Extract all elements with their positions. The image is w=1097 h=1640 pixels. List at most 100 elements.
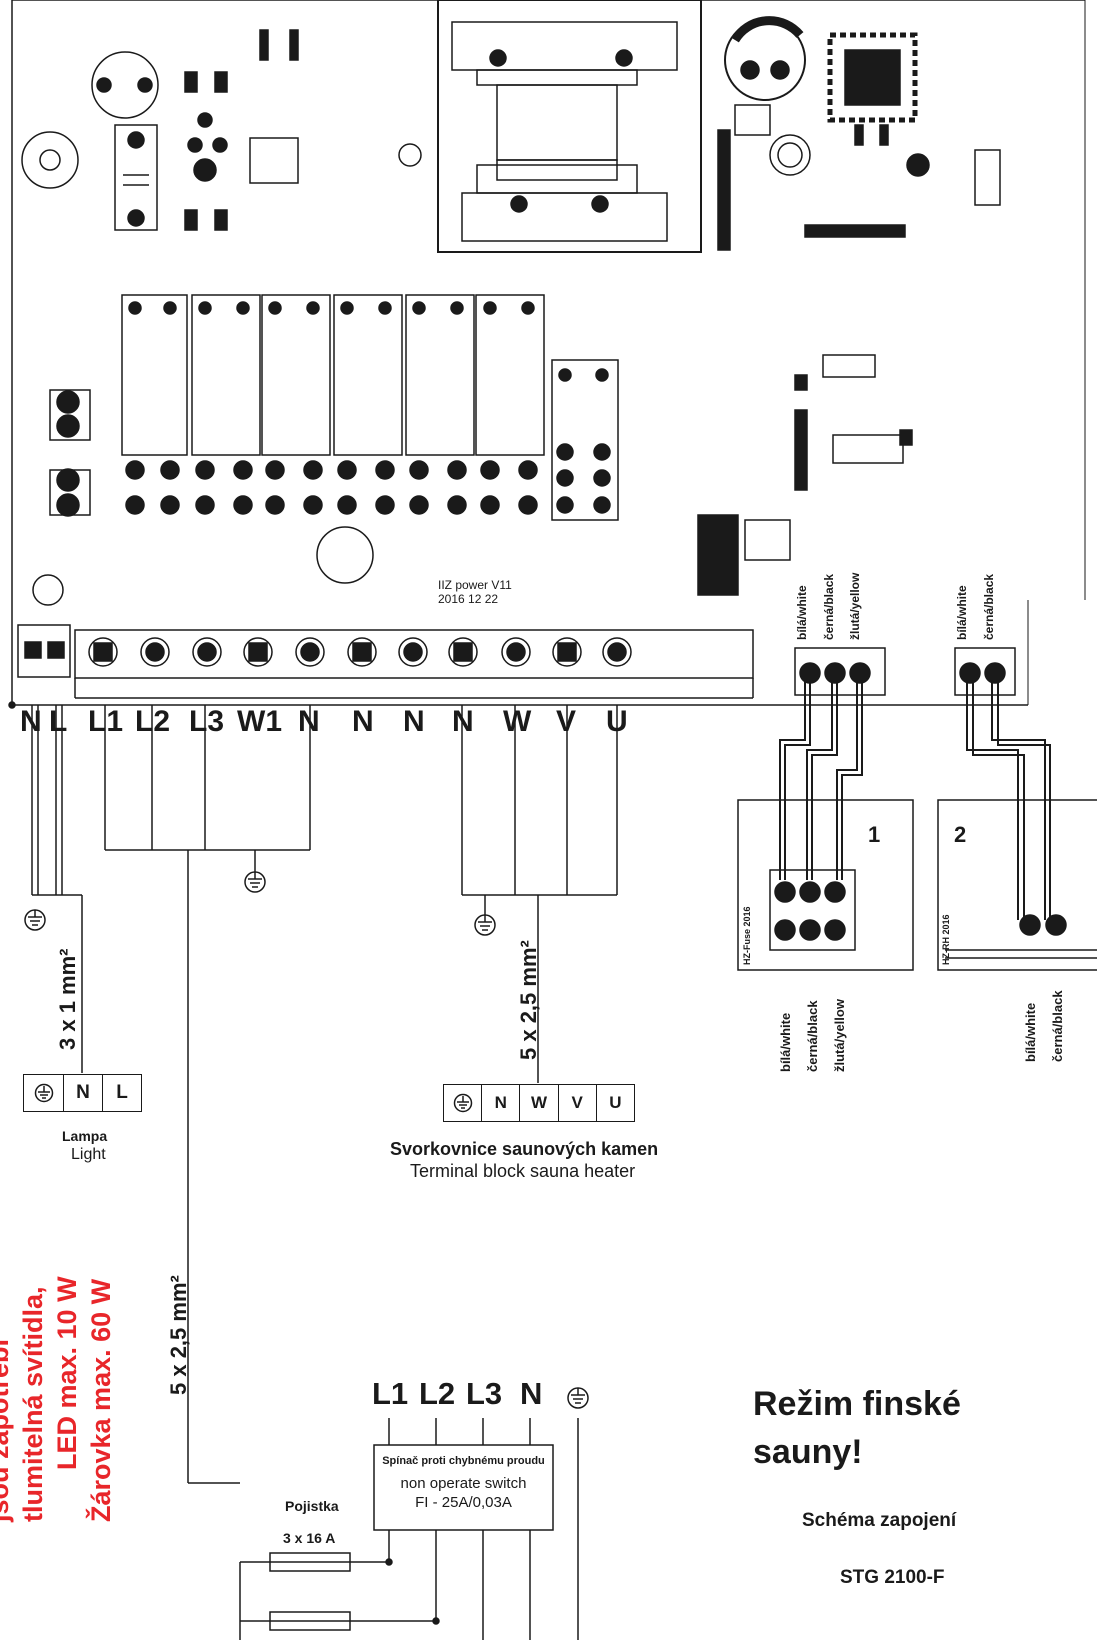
terminal-label-n: N <box>20 705 42 738</box>
relay-pin <box>593 469 611 487</box>
relay-pin <box>409 495 429 515</box>
relay-pin <box>593 496 611 514</box>
module-2-number: 2 <box>954 822 967 847</box>
relay-pin <box>556 469 574 487</box>
heater-terminal-v: V <box>559 1085 597 1121</box>
relay-pin <box>160 495 180 515</box>
terminal-screw-ring <box>552 637 582 667</box>
terminal-label-l: L <box>49 705 68 738</box>
module-2-wire-white: bílá/white <box>1023 1002 1038 1062</box>
transformer <box>437 0 702 253</box>
relay-pin <box>447 495 467 515</box>
terminal-screw <box>24 641 42 659</box>
terminal-label-u: U <box>606 705 628 738</box>
mode-title-line-2: sauny! <box>753 1433 863 1471</box>
relay-pin <box>125 460 145 480</box>
terminal-screw <box>145 642 165 662</box>
relay-pin <box>265 460 285 480</box>
main-terminal-block <box>17 624 754 699</box>
ground-symbol-icon <box>244 871 266 893</box>
terminal-screw-ring <box>501 637 531 667</box>
module-1-code: HZ-Fuse 2016 <box>742 906 752 965</box>
terminal-screw <box>557 642 577 662</box>
supply-label-n: N <box>520 1376 543 1411</box>
relay-pin <box>480 495 500 515</box>
relay-pin <box>375 495 395 515</box>
ground-symbol-icon <box>567 1387 589 1409</box>
sensor-connector-blocks <box>794 647 1016 696</box>
pcb-components <box>21 16 1001 251</box>
module-2-code: HZ-RH 2016 <box>941 914 951 965</box>
relay-pin <box>556 496 574 514</box>
relay-pin <box>233 495 253 515</box>
model-label: STG 2100-F <box>840 1567 945 1588</box>
terminal-screw <box>93 642 113 662</box>
lamp-wiring <box>31 705 83 1073</box>
relay-pin <box>195 460 215 480</box>
relay-terminals <box>125 443 611 515</box>
terminal-screw-ring <box>448 637 478 667</box>
lamp-subtitle: Light <box>71 1146 106 1163</box>
lamp-ground-cell <box>24 1075 64 1111</box>
module-1-box <box>737 799 914 971</box>
heater-ground-cell <box>444 1085 483 1121</box>
terminal-label-n: N <box>403 705 425 738</box>
terminal-label-n: N <box>352 705 374 738</box>
terminal-screw-ring <box>192 637 222 667</box>
module-1-wire-yellow: žlutá/yellow <box>832 999 847 1072</box>
terminal-label-n: N <box>298 705 320 738</box>
lamp-terminal-box: N L <box>23 1074 142 1112</box>
lamp-terminal-l: L <box>116 1082 128 1103</box>
terminal-screw-ring <box>88 637 118 667</box>
relay-pin <box>337 460 357 480</box>
terminal-label-l3: L3 <box>189 705 225 738</box>
ground-symbol-icon <box>474 914 496 936</box>
relay-pin <box>265 495 285 515</box>
heater-terminal-u: U <box>609 1093 622 1112</box>
heater-wiring <box>461 705 618 1083</box>
pcb-board <box>8 0 1086 709</box>
terminal-screw-ring <box>347 637 377 667</box>
pcb-label-line-1: IIZ power V11 <box>438 578 512 592</box>
relay-pin <box>447 460 467 480</box>
relay-bank <box>121 294 619 521</box>
relay-pin <box>195 495 215 515</box>
relay-pin <box>337 495 357 515</box>
relay-pin <box>480 460 500 480</box>
warning-line-2: tlumitelná svítidla, <box>18 1286 48 1522</box>
heater-terminal-w: W <box>520 1085 559 1121</box>
terminal-screw <box>300 642 320 662</box>
wire-label-yellow: žlutá/yellow <box>848 572 862 640</box>
ground-symbol-icon <box>453 1093 472 1113</box>
warning-line-4: Žárovka max. 60 W <box>86 1278 116 1522</box>
relay-pin <box>303 495 323 515</box>
lamp-title: Lampa <box>62 1128 108 1144</box>
pcb-label: IIZ power V11 2016 12 22 <box>438 578 512 606</box>
terminal-label-l2: L2 <box>135 705 171 738</box>
module-1-wire-black: černá/black <box>805 1000 820 1072</box>
terminal-label-v: V <box>556 705 577 738</box>
terminal-screw <box>506 642 526 662</box>
supply-label-l2: L2 <box>419 1376 456 1411</box>
wire-label-white-2: bílá/white <box>955 585 969 640</box>
heater-subtitle: Terminal block sauna heater <box>410 1161 636 1181</box>
phase-wiring <box>104 705 311 1484</box>
terminal-screw <box>403 642 423 662</box>
terminal-label-l1: L1 <box>88 705 124 738</box>
pcb-label-line-2: 2016 12 22 <box>438 592 499 606</box>
schema-label: Schéma zapojení <box>802 1510 957 1531</box>
mode-title-line-1: Režim finské <box>753 1385 961 1423</box>
relay-pin <box>518 460 538 480</box>
warning-text: jsou zapotřebí tlumitelná svítidla, LED … <box>0 1276 118 1522</box>
terminal-label-w1: W1 <box>237 705 282 738</box>
terminal-screw-ring <box>243 637 273 667</box>
board-fuse-holder <box>32 389 374 606</box>
terminal-screw <box>47 641 65 659</box>
terminal-screws <box>24 637 632 667</box>
relay-pin <box>160 460 180 480</box>
module-2-box <box>937 799 1097 971</box>
supply-wiring <box>239 1418 579 1640</box>
ground-symbol-icon <box>34 1083 53 1103</box>
fuse-value: 3 x 16 A <box>283 1530 336 1546</box>
